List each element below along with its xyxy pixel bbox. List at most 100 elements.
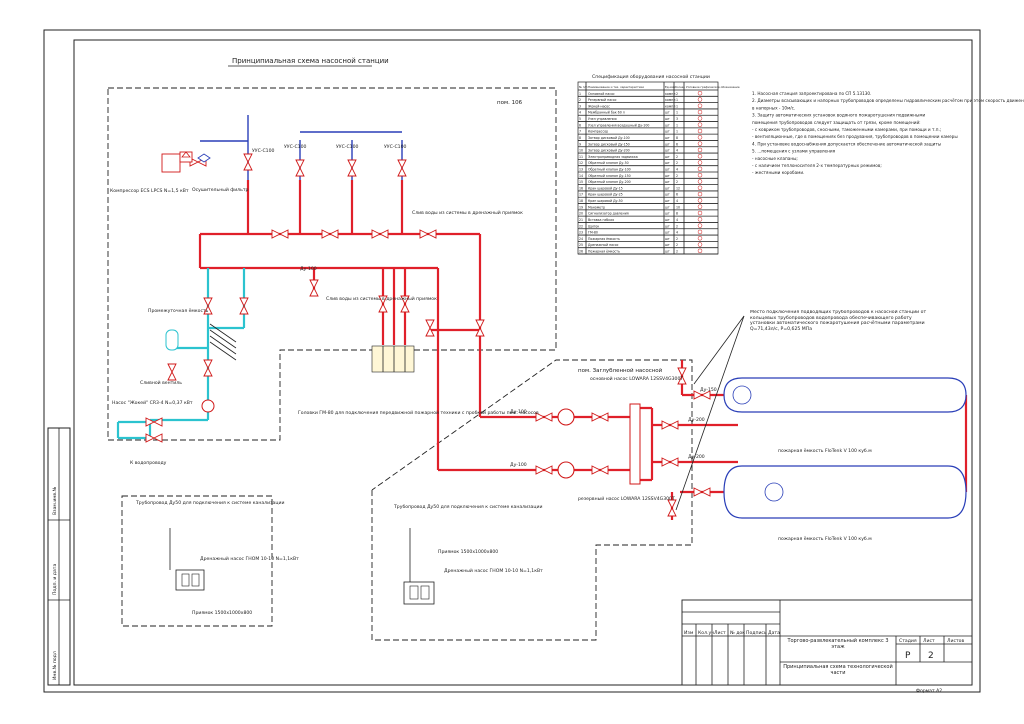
room-106-boundary [107,87,557,441]
note-line: 2. Диаметры всасывающих и напорных трубо… [752,98,1024,103]
spec-cell: шт [665,155,670,159]
spec-cell: шт [665,168,670,172]
spec-cell: 1 [676,123,678,127]
spec-symbol-icon [697,141,703,146]
spec-cell: 14 [579,174,583,178]
drain-pump-left-icon [169,528,205,591]
spec-cell: 2 [676,92,678,96]
filter-icon [197,153,211,163]
spec-cell: шт [665,237,670,241]
col-label-3: Лист [714,630,726,636]
du200-label-1: Ду-200 [688,417,705,423]
spec-cell: 12 [579,161,583,165]
format-label: Формат А2 [916,688,942,694]
jockey-pipes [116,268,246,440]
spec-cell: шт [665,117,670,121]
spec-cell: 24 [579,237,583,241]
spec-cell: 4 [676,199,678,203]
spec-symbol-icon [697,153,703,159]
intermediate-tank-label: Промежуточная ёмкость [148,308,209,314]
spec-symbol-icon [697,217,703,222]
spec-cell: шт [665,224,670,228]
note-line: - с ковриком трубопроводов, сносными, та… [752,127,941,132]
side-stamp-2: Подп. и дата [52,564,58,595]
spec-cell: 4 [676,218,678,222]
spec-cell: 2 [676,243,678,247]
spec-cell: шт [665,212,670,216]
drain-pipe-left-label: Трубопровод Ду50 для подключения к систе… [135,500,284,506]
spec-cell: Затвор дисковый Ду-200 [588,149,630,153]
spec-cell: 2 [676,155,678,159]
spec-cell: шт [665,250,670,254]
uus-label-4: УУС-С100 [384,144,407,150]
uus-label-1: УУС-С100 [252,148,275,154]
spec-header-3: Ед.изм [665,85,675,89]
spec-cell: шт [665,161,670,165]
outer-frame [43,29,981,693]
drain-valve-label: Сливной вентиль [140,379,182,386]
spec-cell: шт [665,111,670,115]
spec-cell: Пожарная ёмкость [588,237,620,241]
fire-tank-2-icon [723,465,967,519]
tank-1-label: пожарная ёмкость FloTenk V 100 куб.м [778,448,872,454]
spec-symbol-icon [697,122,703,127]
sheet-label: Лист [923,638,935,644]
spec-cell: 3 [676,117,678,121]
spec-cell: 2 [676,174,678,178]
spec-cell: Сигнализатор давления [588,212,629,216]
spec-cell: 16 [579,186,583,190]
spec-cell: шт [665,136,670,140]
spec-cell: 6 [579,123,581,127]
spec-cell: 12 [676,186,680,190]
spec-symbol-icon [697,116,703,121]
spec-cell: 3 [579,104,581,108]
spec-cell: 11 [579,155,583,159]
reserve-pump-icon [557,461,575,479]
spec-cell: 1 [676,111,678,115]
supply-note: Место подключения подводящих трубопровод… [750,310,926,332]
spec-table: Спецификация оборудования насосной станц… [577,73,740,255]
spec-cell: Жокей-насос [588,104,610,108]
sheets-label: Листов [947,638,964,644]
spec-cell: шт [665,186,670,190]
collector-icon [629,403,641,485]
spec-symbol-icon [697,97,703,102]
spec-symbol-icon [697,103,703,109]
col-label-5: Подпись [746,630,767,636]
spec-cell: шт [665,174,670,178]
spec-symbol-icon [697,210,703,216]
uus-label-2: УУС-С100 [284,144,307,150]
spec-cell: 8 [676,212,678,216]
pit-right-label: Приямок 1500х1000х800 [438,549,498,555]
main-pump-icon [557,408,575,426]
spec-cell: шт [665,149,670,153]
spec-cell: 8 [579,136,581,140]
spec-cell: шт [665,231,670,235]
to-water-label: К водопроводу [130,460,167,466]
spec-cell: шт [665,218,670,222]
spec-cell: 4 [676,149,678,153]
note-line: 4. При установке водоснабжения допускает… [752,141,941,146]
note-line: - насосные клапаны; [752,156,798,161]
stage-value: Р [905,651,911,661]
du100-label-3: Ду-100 [510,462,527,468]
spec-symbol-icon [697,135,703,140]
note-line: 5. ...помещения с узлами управления [752,149,836,154]
sheet-value: 2 [928,651,934,661]
spec-cell: 2 [676,250,678,254]
spec-cell: шт [665,205,670,209]
spec-table-title: Спецификация оборудования насосной станц… [592,73,710,80]
pump-room-boundary [371,359,693,641]
spec-cell: 4 [676,231,678,235]
spec-cell: Узел управления [588,117,617,121]
spec-cell: 6 [676,193,678,197]
spec-cell: 9 [579,142,581,146]
note-line: - жестяными коробами. [752,170,804,175]
spec-header-2: Наименование и тех. характеристики [588,85,644,89]
spec-cell: Затвор дисковый Ду-150 [588,142,630,146]
uus-label-3: УУС-С100 [336,144,359,150]
pump-room-label: пом. Заглубленной насосной [578,367,663,374]
col-label-6: Дата [768,630,780,636]
spec-cell: Щиток [588,224,599,228]
